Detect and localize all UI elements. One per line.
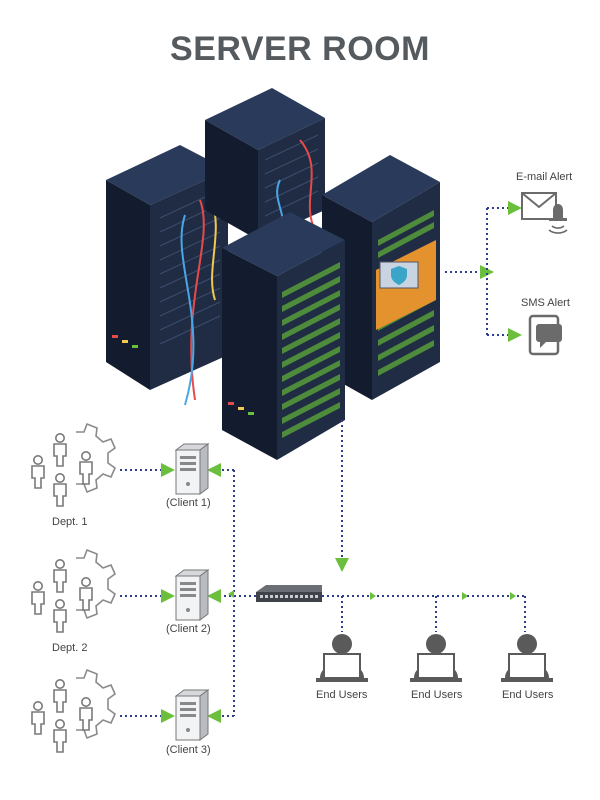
flow-arrows (228, 590, 516, 600)
dept-2-icon (31, 549, 116, 633)
server-rack-front (222, 212, 345, 460)
server-rack-back-left (106, 145, 228, 406)
dept-3-icon (31, 669, 116, 753)
end-user-1-label: End Users (316, 689, 368, 701)
server-rack-back-center (205, 88, 325, 240)
end-user-3-icon (501, 634, 553, 682)
client-2-computer-icon (174, 569, 210, 621)
sms-alert-label: SMS Alert (521, 297, 570, 309)
end-user-2-label: End Users (411, 689, 463, 701)
email-alert-label: E-mail Alert (516, 171, 573, 183)
dept-1-label: Dept. 1 (52, 516, 88, 528)
diagram-title: SERVER ROOM (170, 30, 430, 68)
sms-alert-icon (528, 314, 562, 356)
dept-2-label: Dept. 2 (52, 642, 88, 654)
connection-links (120, 201, 526, 723)
network-switch (256, 585, 322, 602)
end-user-2-icon (410, 634, 462, 682)
client-3-label: (Client 3) (166, 744, 211, 756)
end-user-1-icon (316, 634, 368, 682)
client-2-label: (Client 2) (166, 623, 211, 635)
client-3-computer-icon (174, 689, 210, 741)
email-alert-icon (521, 192, 568, 234)
client-1-label: (Client 1) (166, 497, 211, 509)
end-user-3-label: End Users (502, 689, 554, 701)
dept-1-icon (31, 423, 116, 507)
client-1-computer-icon (174, 443, 210, 495)
